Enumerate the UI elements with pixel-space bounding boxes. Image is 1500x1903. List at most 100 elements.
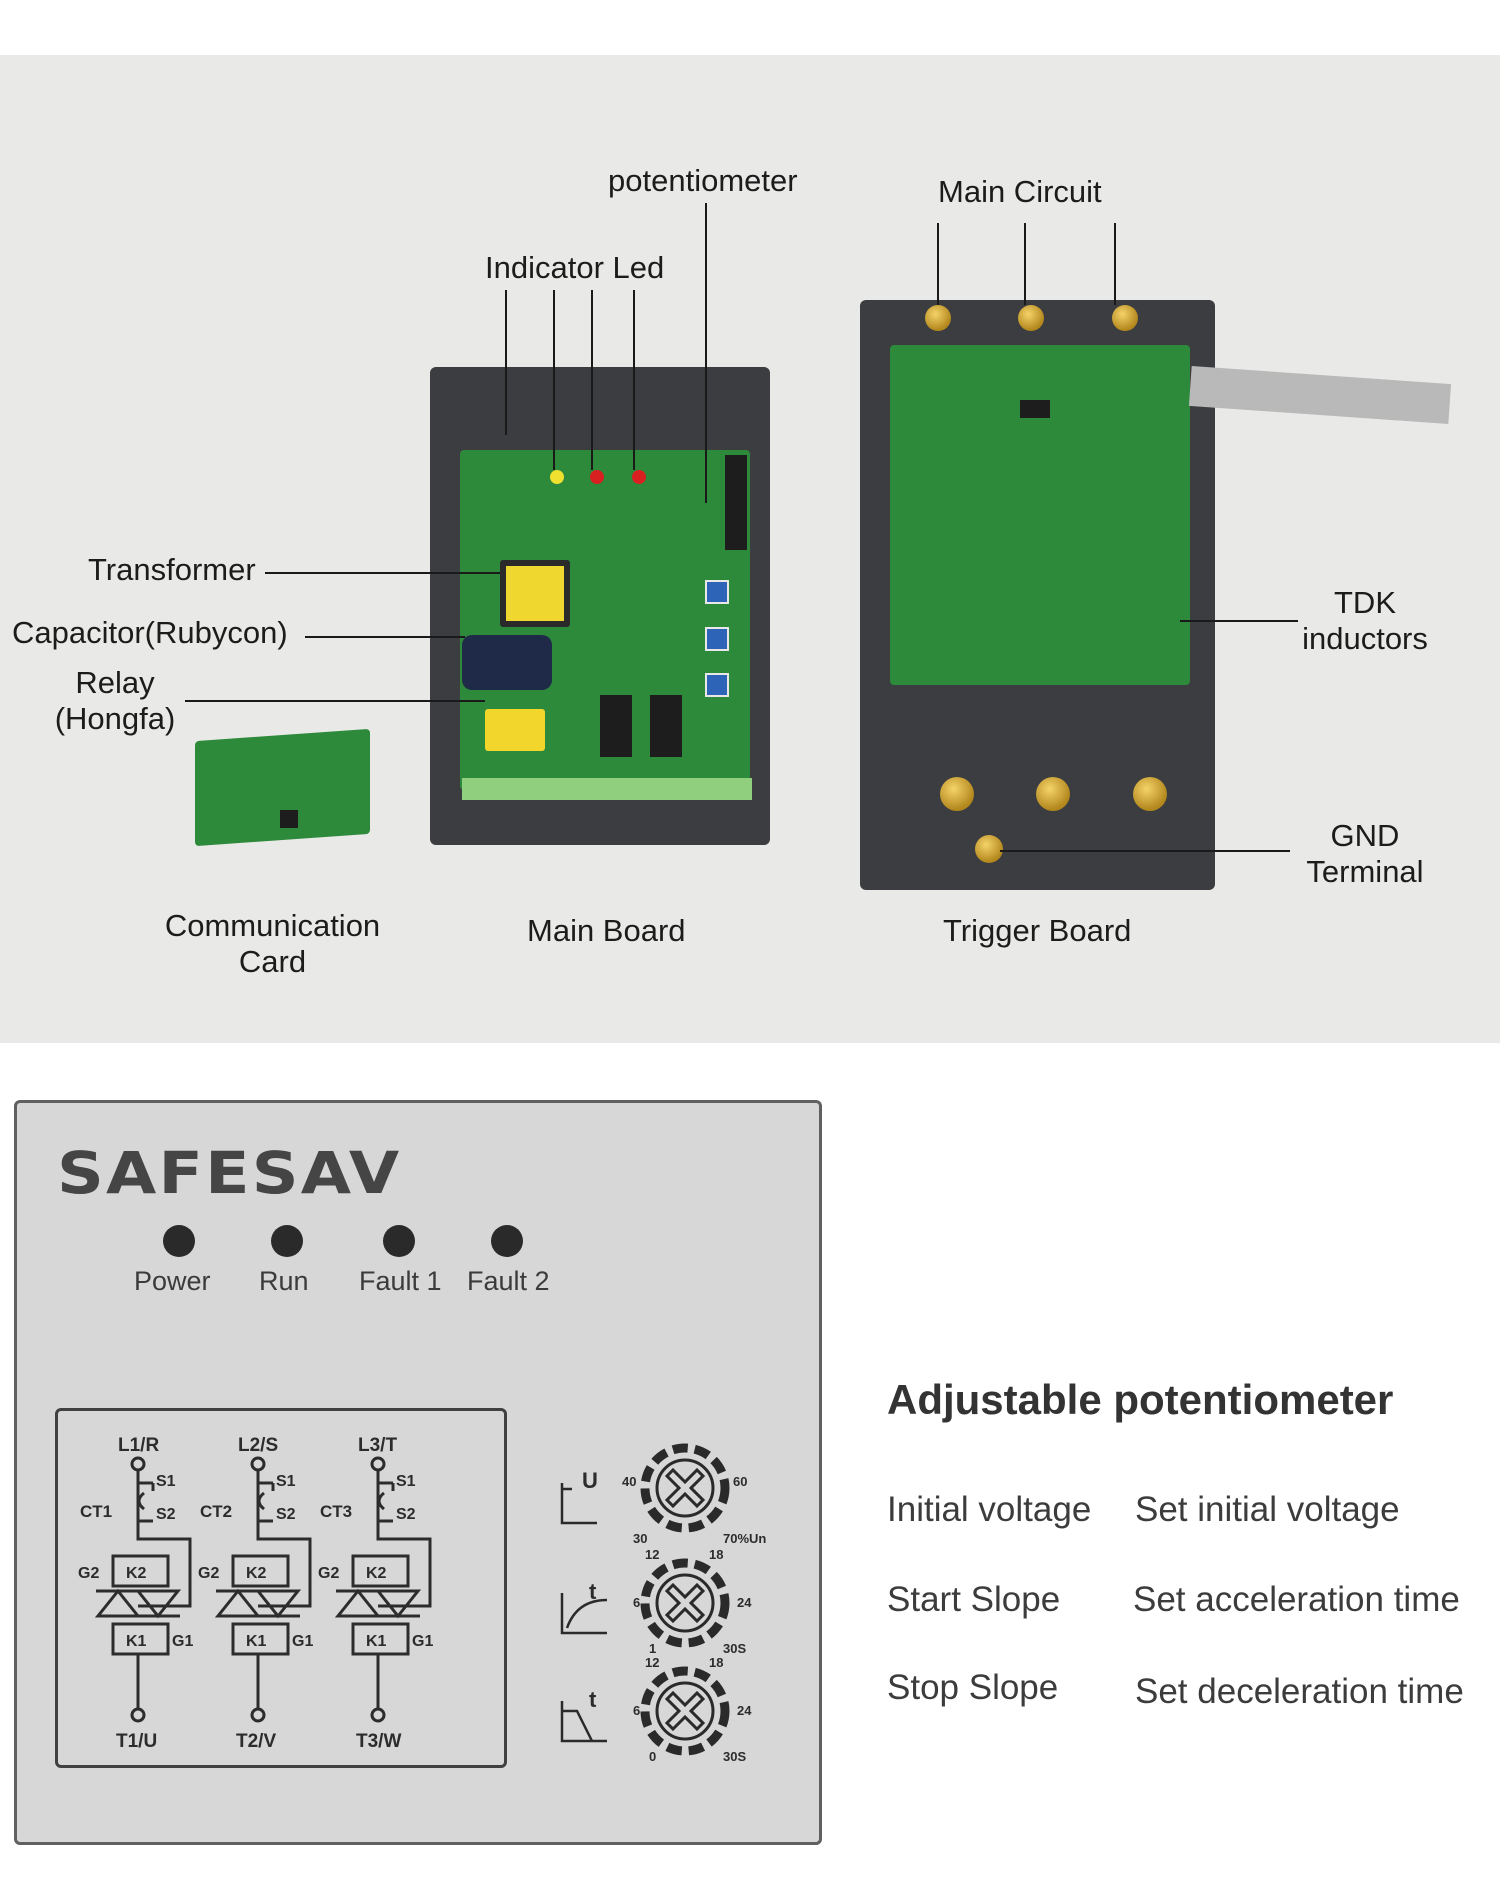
output-terminal bbox=[130, 1707, 146, 1723]
pin-header bbox=[725, 455, 747, 550]
output-label-3: T3/W bbox=[356, 1731, 401, 1752]
k2-label-3: K2 bbox=[366, 1565, 387, 1582]
scr-reverse bbox=[134, 1589, 182, 1619]
phase-circuit-3 bbox=[334, 1456, 432, 1723]
relay-leader bbox=[185, 700, 485, 702]
stop-symbol: t bbox=[589, 1687, 597, 1712]
start-slope-knob[interactable] bbox=[645, 1563, 725, 1643]
relay-black-2 bbox=[650, 695, 682, 757]
main-circuit-leader-3 bbox=[1114, 223, 1116, 305]
communication-card bbox=[195, 728, 370, 847]
indicator-leader-2 bbox=[553, 290, 555, 470]
k1-label-1: K1 bbox=[126, 1633, 147, 1650]
capacitor bbox=[462, 635, 552, 690]
stop-scale-6: 6 bbox=[633, 1703, 640, 1718]
stop-scale-0: 0 bbox=[649, 1749, 656, 1764]
param-stop-slope: Stop Slope bbox=[887, 1668, 1059, 1707]
main-circuit-leader-2 bbox=[1024, 223, 1026, 305]
stop-scale-18: 18 bbox=[709, 1655, 723, 1670]
k2-label-2: K2 bbox=[246, 1565, 267, 1582]
phase-circuit bbox=[94, 1456, 192, 1723]
trigger-ic bbox=[1020, 400, 1050, 418]
k2-box bbox=[111, 1554, 170, 1588]
indicator-led-label: Indicator Led bbox=[485, 250, 665, 285]
start-scale-6: 6 bbox=[633, 1595, 640, 1610]
param-start-slope: Start Slope bbox=[887, 1580, 1061, 1619]
start-scale-1: 1 bbox=[649, 1641, 656, 1656]
schematic-drawing: L1/R L2/S L3/T CT1 CT2 CT3 S1 S1 S1 S2 S… bbox=[78, 1435, 433, 1752]
voltage-scale-60: 60 bbox=[733, 1474, 747, 1489]
main-board-caption: Main Board bbox=[527, 913, 686, 948]
terminal-row bbox=[462, 778, 752, 800]
product-photo: potentiometer Indicator Led Main Circuit… bbox=[0, 55, 1500, 1043]
desc-start-slope: Set acceleration time bbox=[1133, 1580, 1460, 1619]
output-screw-1 bbox=[940, 777, 974, 811]
voltage-scale-40: 40 bbox=[622, 1474, 636, 1489]
start-scale-30s: 30S bbox=[723, 1641, 746, 1656]
fault1-led bbox=[383, 1225, 415, 1257]
fault1-led-label: Fault 1 bbox=[359, 1266, 442, 1296]
trigger-board bbox=[890, 345, 1190, 685]
g2-label-3: G2 bbox=[318, 1565, 339, 1582]
relay-label: Relay (Hongfa) bbox=[40, 665, 190, 737]
relay bbox=[485, 709, 545, 751]
input-label-2: L2/S bbox=[238, 1435, 278, 1456]
voltage-scale-50: 50 bbox=[677, 1443, 691, 1444]
led-red-1 bbox=[590, 470, 604, 484]
brand-logo: SAFESAV bbox=[57, 1139, 402, 1207]
power-led bbox=[163, 1225, 195, 1257]
ct-label-2: CT2 bbox=[200, 1502, 232, 1521]
trigger-board-caption: Trigger Board bbox=[943, 913, 1132, 948]
g1-label-3: G1 bbox=[412, 1633, 433, 1650]
potentiometer-3 bbox=[705, 673, 729, 697]
k1-label-3: K1 bbox=[366, 1633, 387, 1650]
s2-label-3: S2 bbox=[396, 1506, 416, 1523]
tdk-leader bbox=[1180, 620, 1298, 622]
start-ramp-icon bbox=[560, 1593, 608, 1635]
ct-label-1: CT1 bbox=[80, 1502, 112, 1521]
potentiometer-label: potentiometer bbox=[608, 163, 798, 198]
relay-label-line2: (Hongfa) bbox=[54, 701, 176, 736]
ct-label-3: CT3 bbox=[320, 1502, 352, 1521]
stop-slope-knob[interactable] bbox=[645, 1671, 725, 1751]
stop-scale-30s: 30S bbox=[723, 1749, 746, 1764]
s1-label-2: S1 bbox=[276, 1473, 296, 1490]
voltage-scale-70un: 70%Un bbox=[723, 1531, 766, 1546]
fault2-led-label: Fault 2 bbox=[467, 1266, 550, 1296]
input-terminal bbox=[130, 1456, 146, 1472]
transformer bbox=[500, 560, 570, 627]
fault2-led bbox=[491, 1225, 523, 1257]
transformer-leader bbox=[265, 572, 500, 574]
comm-card-chip bbox=[280, 810, 298, 828]
main-circuit-label: Main Circuit bbox=[938, 174, 1102, 209]
current-transformer bbox=[137, 1481, 153, 1523]
bypass-wire bbox=[136, 1521, 192, 1608]
output-label-1: T1/U bbox=[116, 1731, 157, 1752]
gnd-label-line1: GND bbox=[1330, 818, 1400, 853]
gnd-label: GND Terminal bbox=[1295, 818, 1435, 890]
g1-label-2: G1 bbox=[292, 1633, 313, 1650]
output-screw-3 bbox=[1133, 777, 1167, 811]
led-yellow bbox=[550, 470, 564, 484]
stop-scale-24: 24 bbox=[737, 1703, 752, 1718]
indicator-leader-3 bbox=[591, 290, 593, 470]
initial-voltage-knob[interactable] bbox=[645, 1448, 725, 1528]
stop-ramp-icon bbox=[560, 1701, 607, 1743]
start-symbol: t bbox=[589, 1579, 597, 1604]
comm-caption-line2: Card bbox=[238, 944, 307, 979]
indicator-leader-4 bbox=[633, 290, 635, 470]
g1-label-1: G1 bbox=[172, 1633, 193, 1650]
potentiometer-leader bbox=[705, 203, 707, 503]
input-label-1: L1/R bbox=[118, 1435, 159, 1456]
relay-black-1 bbox=[600, 695, 632, 757]
legend-title: Adjustable potentiometer bbox=[887, 1376, 1394, 1423]
scr-forward bbox=[94, 1588, 142, 1618]
relay-label-line1: Relay bbox=[75, 665, 155, 700]
front-panel: SAFESAV Power Run Fault 1 Fault 2 bbox=[14, 1100, 822, 1845]
main-circuit-screw-2 bbox=[1018, 305, 1044, 331]
s1-label-3: S1 bbox=[396, 1473, 416, 1490]
k2-label-1: K2 bbox=[126, 1565, 147, 1582]
tdk-label-line1: TDK bbox=[1334, 585, 1396, 620]
comm-caption-line1: Communication bbox=[164, 908, 381, 943]
g2-label-1: G2 bbox=[78, 1565, 99, 1582]
